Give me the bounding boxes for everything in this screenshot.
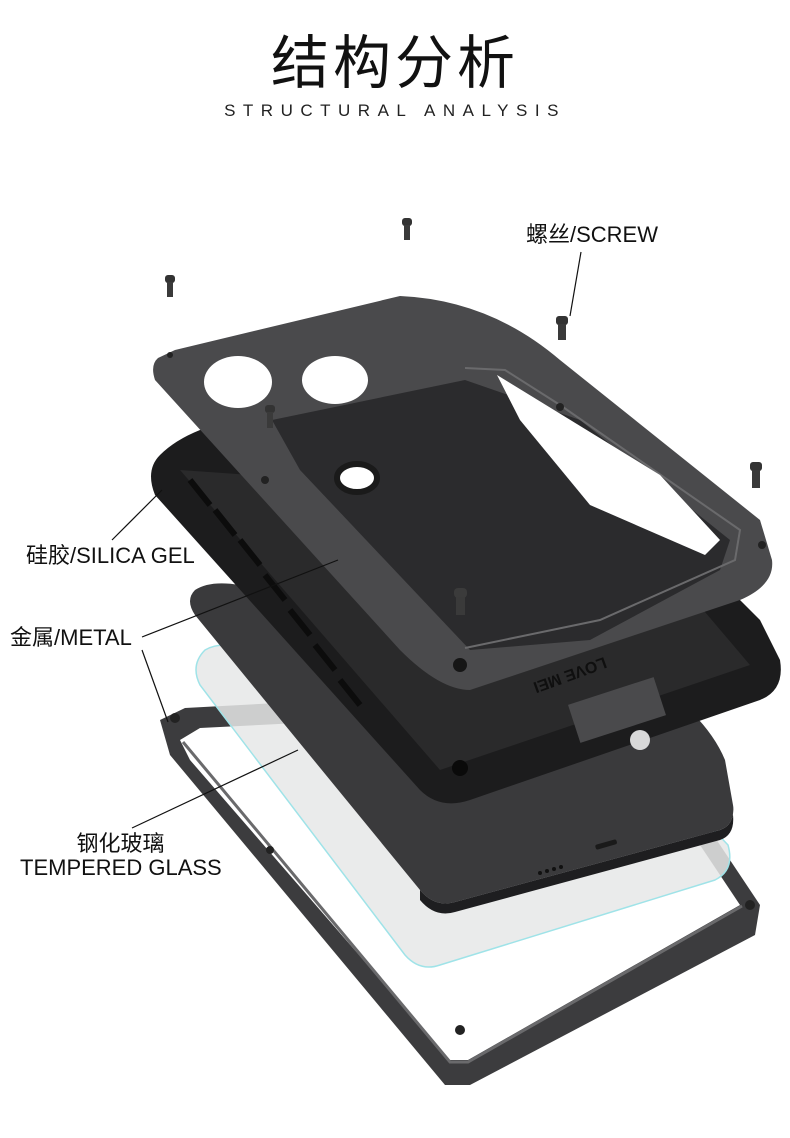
page-title: 结构分析 — [270, 29, 519, 97]
glass-leader-line — [131, 749, 299, 829]
screw-icon — [454, 588, 467, 615]
metal-leader-line — [141, 559, 339, 638]
screw-icon — [265, 405, 275, 428]
label-silica-gel: 硅胶/SILICA GEL — [26, 543, 195, 568]
page-subtitle: STRUCTURAL ANALYSIS — [224, 101, 566, 120]
label-tempered-glass-en: TEMPERED GLASS — [20, 855, 222, 880]
screws — [165, 218, 762, 615]
label-screw: 螺丝/SCREW — [526, 222, 659, 247]
screw-icon — [402, 218, 412, 240]
screw-icon — [165, 275, 175, 297]
leader-lines — [111, 251, 582, 829]
screw-icon — [556, 316, 568, 340]
label-metal: 金属/METAL — [10, 625, 132, 650]
silica-gel-leader-line — [111, 489, 163, 541]
metal-back-plate — [153, 296, 773, 690]
screw-icon — [750, 462, 762, 488]
label-tempered-glass-cn: 钢化玻璃 — [76, 831, 165, 856]
frame-leader-line — [141, 649, 169, 723]
screw-leader-line — [569, 251, 582, 317]
